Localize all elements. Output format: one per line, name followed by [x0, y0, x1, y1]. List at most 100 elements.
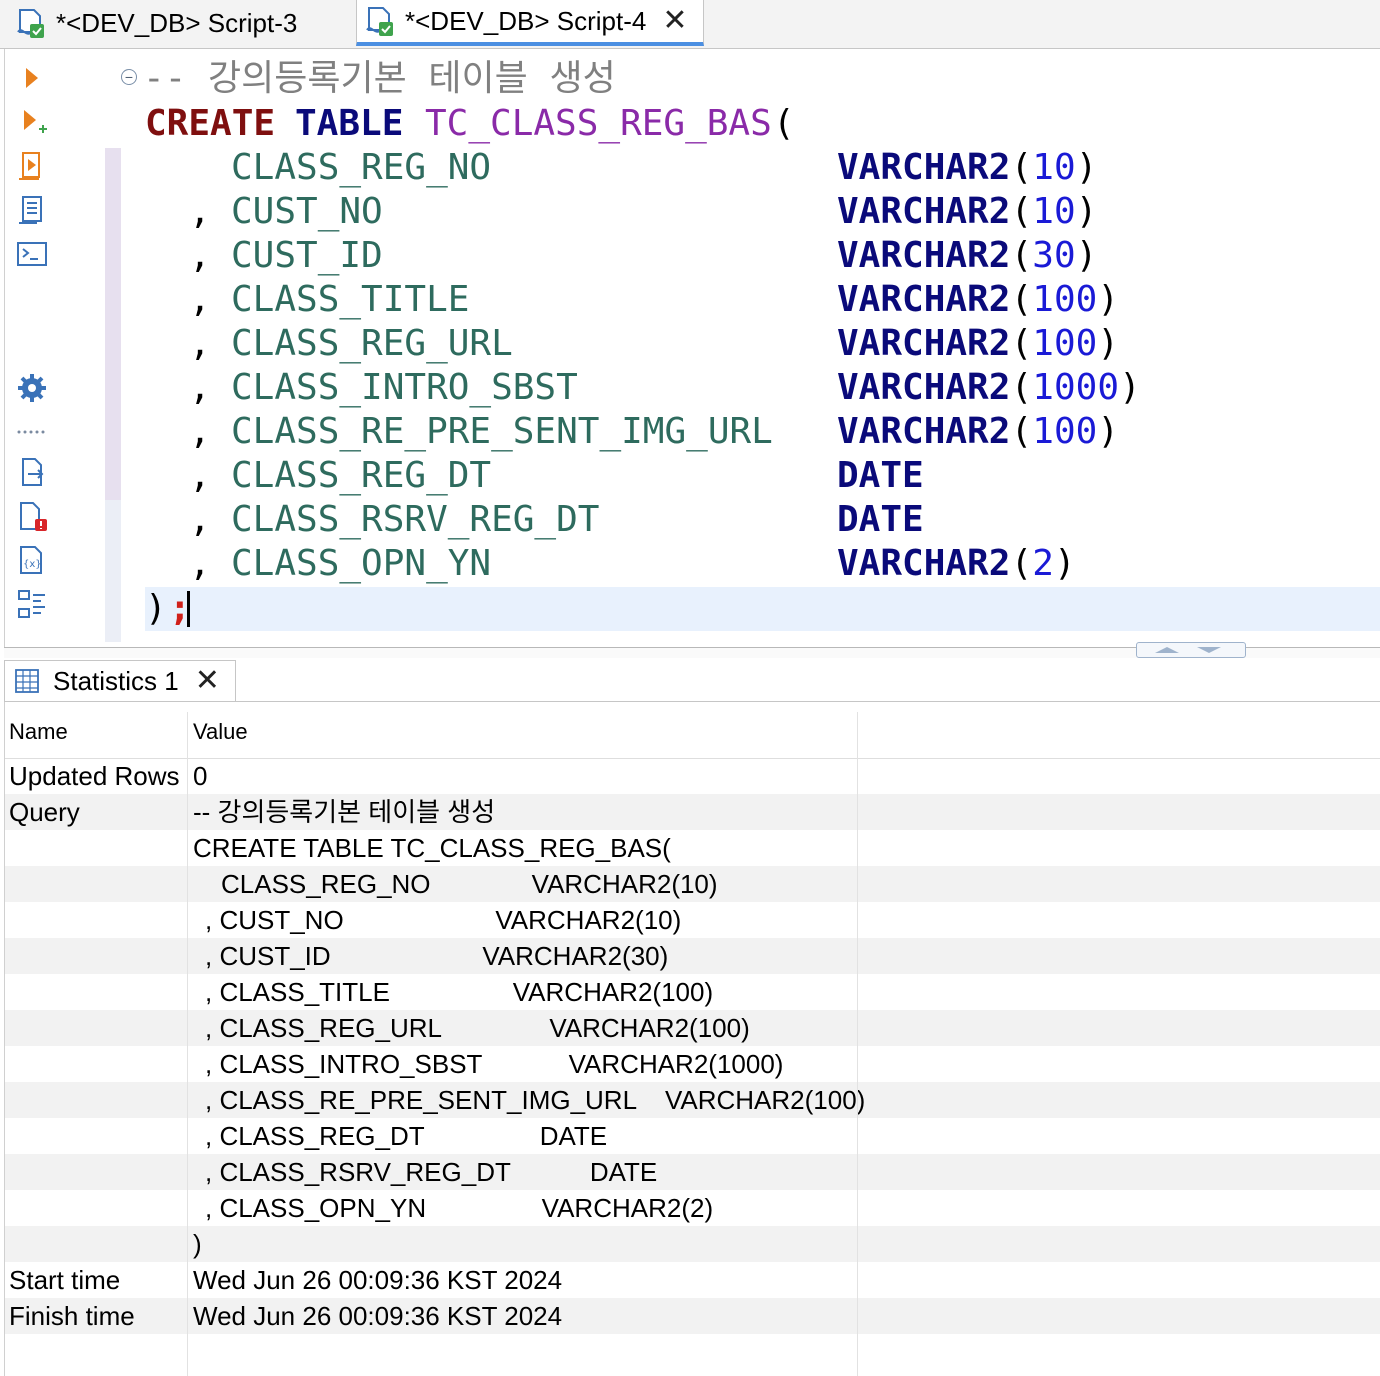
- column-separator: ,: [189, 455, 211, 496]
- column-type: VARCHAR2: [837, 279, 1011, 320]
- code-line-comment: -- 강의등록기본 테이블 생성: [5, 57, 1380, 101]
- cell-value: Wed Jun 26 00:09:36 KST 2024: [193, 1301, 563, 1331]
- table-row[interactable]: , CLASS_INTRO_SBST VARCHAR2(1000): [5, 1046, 1380, 1082]
- table-name: TC_CLASS_REG_BAS: [425, 103, 772, 144]
- grid-header: Name Value: [5, 712, 1380, 759]
- execute-script-icon[interactable]: [15, 149, 49, 183]
- paren: ): [1075, 147, 1098, 188]
- column-type: VARCHAR2: [837, 323, 1011, 364]
- semicolon: ;: [169, 588, 191, 629]
- execute-statement-new-tab-icon[interactable]: [15, 105, 49, 139]
- table-row[interactable]: , CLASS_RSRV_REG_DT DATE: [5, 1154, 1380, 1190]
- column-name: CLASS_RSRV_REG_DT: [231, 499, 600, 540]
- column-name: CLASS_REG_NO: [231, 147, 492, 188]
- tab-script-3[interactable]: *<DEV_DB> Script-3: [8, 0, 350, 46]
- explain-plan-icon[interactable]: [15, 193, 49, 227]
- table-row[interactable]: , CLASS_RE_PRE_SENT_IMG_URL VARCHAR2(100…: [5, 1082, 1380, 1118]
- tab-statistics-1[interactable]: Statistics 1 ✕: [4, 660, 236, 701]
- cell-value: -- 강의등록기본 테이블 생성: [193, 797, 496, 827]
- paren: ): [1075, 191, 1098, 232]
- paren: (: [1010, 323, 1033, 364]
- cell-value: , CUST_ID VARCHAR2(30): [205, 941, 669, 971]
- text-caret: [187, 591, 190, 627]
- cell-value: ): [193, 1229, 202, 1259]
- column-header-name[interactable]: Name: [9, 719, 68, 744]
- cell-name: Updated Rows: [9, 761, 180, 791]
- table-row[interactable]: , CLASS_REG_DT DATE: [5, 1118, 1380, 1154]
- code-line-close: ) ;: [145, 587, 1380, 631]
- cell-value: Wed Jun 26 00:09:36 KST 2024: [193, 1265, 563, 1295]
- column-header-value[interactable]: Value: [193, 719, 248, 744]
- tab-label: *<DEV_DB> Script-3: [56, 7, 298, 38]
- paren: ): [1119, 367, 1141, 408]
- editor-tab-bar: *<DEV_DB> Script-3 *<DEV_DB> Script-4 ✕: [0, 0, 1380, 49]
- table-row[interactable]: Query-- 강의등록기본 테이블 생성: [5, 794, 1380, 830]
- editor-change-ruler: [105, 148, 121, 642]
- paren: ): [1097, 279, 1120, 320]
- column-separator: ,: [189, 499, 211, 540]
- column-name: CUST_ID: [231, 235, 383, 276]
- column-divider: [187, 712, 188, 1376]
- table-row[interactable]: , CLASS_OPN_YN VARCHAR2(2): [5, 1190, 1380, 1226]
- column-size: 10: [1032, 147, 1076, 188]
- cell-value: CREATE TABLE TC_CLASS_REG_BAS(: [193, 833, 671, 863]
- cell-value: , CLASS_TITLE VARCHAR2(100): [205, 977, 714, 1007]
- column-divider: [857, 712, 858, 1376]
- keyword-table: TABLE: [295, 103, 404, 144]
- open-paren: (: [773, 103, 795, 144]
- column-size: 100: [1032, 323, 1098, 364]
- outline-icon[interactable]: [15, 587, 49, 621]
- column-size: 10: [1032, 191, 1076, 232]
- settings-gear-icon[interactable]: [15, 371, 49, 405]
- execute-statement-icon[interactable]: [15, 61, 49, 95]
- more-dots-icon[interactable]: [15, 415, 49, 449]
- paren: (: [1010, 191, 1033, 232]
- export-icon[interactable]: [15, 455, 49, 489]
- console-icon[interactable]: [15, 237, 49, 271]
- tab-label: Statistics 1: [53, 665, 179, 696]
- panel-splitter[interactable]: [4, 642, 1380, 658]
- column-type: VARCHAR2: [837, 543, 1011, 584]
- table-row[interactable]: , CLASS_TITLE VARCHAR2(100): [5, 974, 1380, 1010]
- fold-collapse-icon[interactable]: −: [121, 69, 137, 85]
- editor-side-toolbar: {x}: [5, 49, 57, 647]
- column-separator: ,: [189, 191, 211, 232]
- column-type: VARCHAR2: [837, 235, 1011, 276]
- table-row[interactable]: , CUST_NO VARCHAR2(10): [5, 902, 1380, 938]
- paren: ): [1075, 235, 1098, 276]
- column-size: 30: [1032, 235, 1076, 276]
- table-row[interactable]: CLASS_REG_NO VARCHAR2(10): [5, 866, 1380, 902]
- close-icon[interactable]: ✕: [194, 664, 220, 697]
- paren: (: [1010, 367, 1033, 408]
- table-row[interactable]: , CUST_ID VARCHAR2(30): [5, 938, 1380, 974]
- paren: ): [1097, 411, 1120, 452]
- table-row[interactable]: CREATE TABLE TC_CLASS_REG_BAS(: [5, 830, 1380, 866]
- cell-value: , CLASS_INTRO_SBST VARCHAR2(1000): [205, 1049, 784, 1079]
- cell-value: , CLASS_REG_URL VARCHAR2(100): [205, 1013, 750, 1043]
- close-icon[interactable]: ✕: [662, 4, 688, 37]
- keyword-create: CREATE: [145, 103, 276, 144]
- column-size: 2: [1032, 543, 1054, 584]
- table-row[interactable]: , CLASS_REG_URL VARCHAR2(100): [5, 1010, 1380, 1046]
- sql-editor[interactable]: {x} − -- 강의등록기본 테이블 생성 CREATE TABLE TC_C…: [4, 49, 1380, 647]
- table-row[interactable]: ): [5, 1226, 1380, 1262]
- code-line-create: CREATE TABLE TC_CLASS_REG_BAS (: [5, 102, 1380, 146]
- paren: ): [1097, 323, 1120, 364]
- tab-script-4[interactable]: *<DEV_DB> Script-4 ✕: [356, 0, 704, 46]
- splitter-toggle[interactable]: [1136, 642, 1246, 658]
- column-name: CLASS_REG_DT: [231, 455, 492, 496]
- column-size: 100: [1032, 279, 1098, 320]
- maximize-restore-icon: [1155, 647, 1221, 653]
- problems-icon[interactable]: [15, 499, 49, 533]
- variables-icon[interactable]: {x}: [15, 543, 49, 577]
